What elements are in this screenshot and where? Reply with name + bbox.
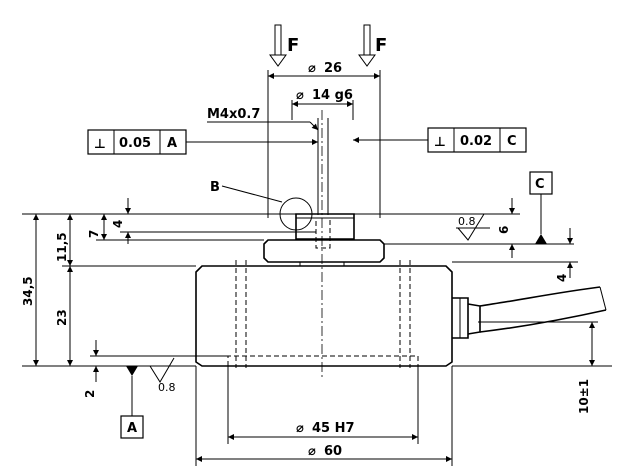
perpendicularity-icon: ⊥ [94, 137, 106, 152]
dim-d14-label: 14 g6 [312, 88, 353, 103]
roughness-top-label: 0.8 [458, 215, 476, 228]
datum-a: A [120, 366, 144, 439]
dim-h6-label: 6 [497, 226, 511, 234]
tolerance-frame-left: ⊥ 0.05 A [87, 129, 318, 155]
dim-h345-label: 34,5 [21, 276, 35, 306]
roughness-bottom-label: 0.8 [158, 381, 176, 394]
part-body [195, 213, 453, 368]
dimension-h4b: 4 [452, 228, 578, 282]
datum-c-label: C [535, 177, 545, 192]
dimension-d14: ⌀ 14 g6 [291, 88, 354, 120]
tolerance-left-datum: A [167, 136, 177, 151]
force-label-right: F [375, 35, 387, 56]
tolerance-right-datum: C [507, 134, 517, 149]
dimension-h4a: 4 [111, 198, 316, 244]
dim-h4b-label: 4 [555, 274, 569, 282]
main-body [195, 265, 453, 367]
cable-gland [452, 286, 607, 339]
dim-h10-label: 10±1 [577, 379, 591, 414]
diameter-symbol: ⌀ [308, 61, 316, 76]
tolerance-frame-right: ⊥ 0.02 C [353, 127, 527, 153]
dim-h4a-label: 4 [111, 220, 125, 228]
dim-h115-label: 11,5 [55, 232, 69, 262]
dimension-h7: 7 [87, 214, 264, 241]
force-arrow-left: F [269, 24, 299, 67]
diameter-symbol: ⌀ [296, 421, 304, 436]
dim-d26-label: 26 [324, 61, 342, 76]
roughness-top: 0.8 [456, 213, 490, 241]
diameter-symbol: ⌀ [308, 444, 316, 459]
top-button [295, 213, 355, 240]
dimension-h23: 23 [55, 266, 73, 366]
dimension-d45: ⌀ 45 H7 [227, 366, 419, 444]
datum-a-label: A [127, 421, 137, 436]
dimension-thread: M4x0.7 [207, 107, 329, 215]
perpendicularity-icon: ⊥ [434, 135, 446, 150]
tolerance-left-value: 0.05 [119, 136, 151, 151]
flange [263, 239, 385, 263]
dim-h7-label: 7 [87, 230, 101, 238]
thread-label: M4x0.7 [207, 107, 260, 122]
dim-h23-label: 23 [55, 309, 69, 326]
dimension-d60: ⌀ 60 [195, 366, 453, 466]
dim-d60-label: 60 [324, 444, 342, 459]
dimension-d26: ⌀ 26 [267, 61, 381, 218]
force-arrow-right: F [358, 24, 387, 67]
dimension-h115: 11,5 [55, 214, 196, 267]
tolerance-right-value: 0.02 [460, 134, 492, 149]
dim-h2-label: 2 [83, 390, 97, 398]
datum-c: C [529, 171, 553, 244]
diameter-symbol: ⌀ [296, 88, 304, 103]
callout-b-label: B [210, 180, 220, 195]
roughness-bottom: 0.8 [149, 357, 176, 394]
dimension-h10: 10±1 [452, 321, 612, 414]
force-label-left: F [287, 35, 299, 56]
dim-d45-label: 45 H7 [312, 421, 355, 436]
dimension-h2: 2 [83, 340, 228, 398]
